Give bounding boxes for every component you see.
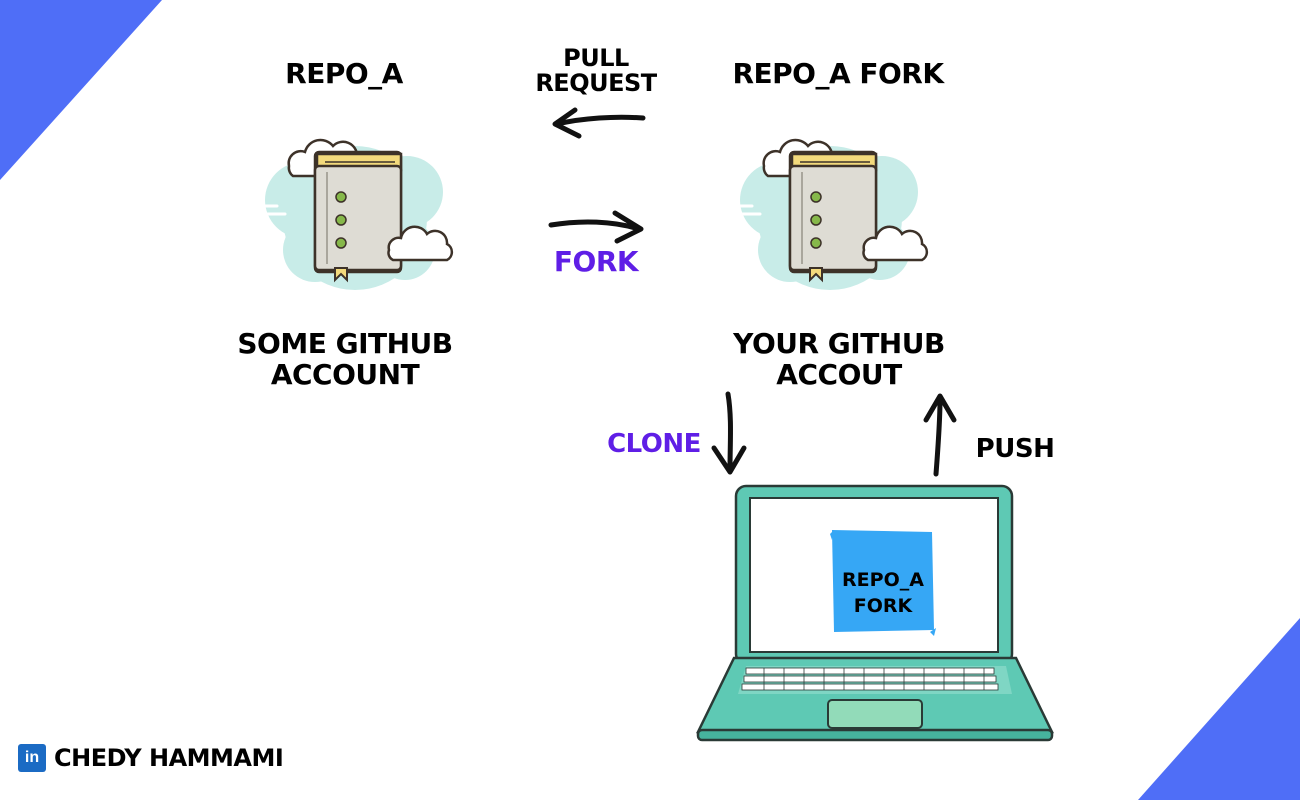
corner-decoration-top-left	[0, 0, 162, 180]
push-arrow	[923, 393, 957, 477]
corner-decoration-bottom-right	[1138, 618, 1300, 800]
right-repo-owner-line2: ACCOUT	[776, 358, 902, 391]
clone-arrow	[711, 391, 747, 475]
left-repo-title: REPO_A	[285, 57, 403, 90]
laptop-screen-label: REPO_A FORK	[830, 567, 936, 619]
left-repo-book-icon	[259, 132, 454, 290]
author-branding: in CHEDY HAMMAMI	[18, 744, 284, 772]
clone-label: CLONE	[607, 429, 701, 459]
author-name: CHEDY HAMMAMI	[54, 744, 284, 772]
linkedin-icon: in	[18, 744, 46, 772]
right-repo-title: REPO_A FORK	[732, 57, 944, 90]
right-repo-owner: YOUR GITHUB ACCOUT	[704, 328, 974, 390]
laptop-icon	[696, 484, 1054, 742]
pull-request-arrow	[552, 107, 646, 139]
right-repo-book-icon	[734, 132, 929, 290]
right-repo-owner-line1: YOUR GITHUB	[733, 327, 945, 360]
laptop-screen-line2: FORK	[853, 595, 913, 617]
pull-request-line1: PULL	[563, 44, 629, 72]
push-label: PUSH	[975, 434, 1055, 464]
fork-arrow	[548, 210, 644, 244]
left-repo-owner-line2: ACCOUNT	[270, 358, 420, 391]
laptop-screen-line1: REPO_A	[842, 569, 924, 591]
fork-label: FORK	[553, 245, 639, 278]
pull-request-line2: REQUEST	[535, 69, 657, 97]
pull-request-label: PULL REQUEST	[520, 46, 672, 96]
left-repo-owner: SOME GITHUB ACCOUNT	[210, 328, 480, 390]
left-repo-owner-line1: SOME GITHUB	[237, 327, 453, 360]
